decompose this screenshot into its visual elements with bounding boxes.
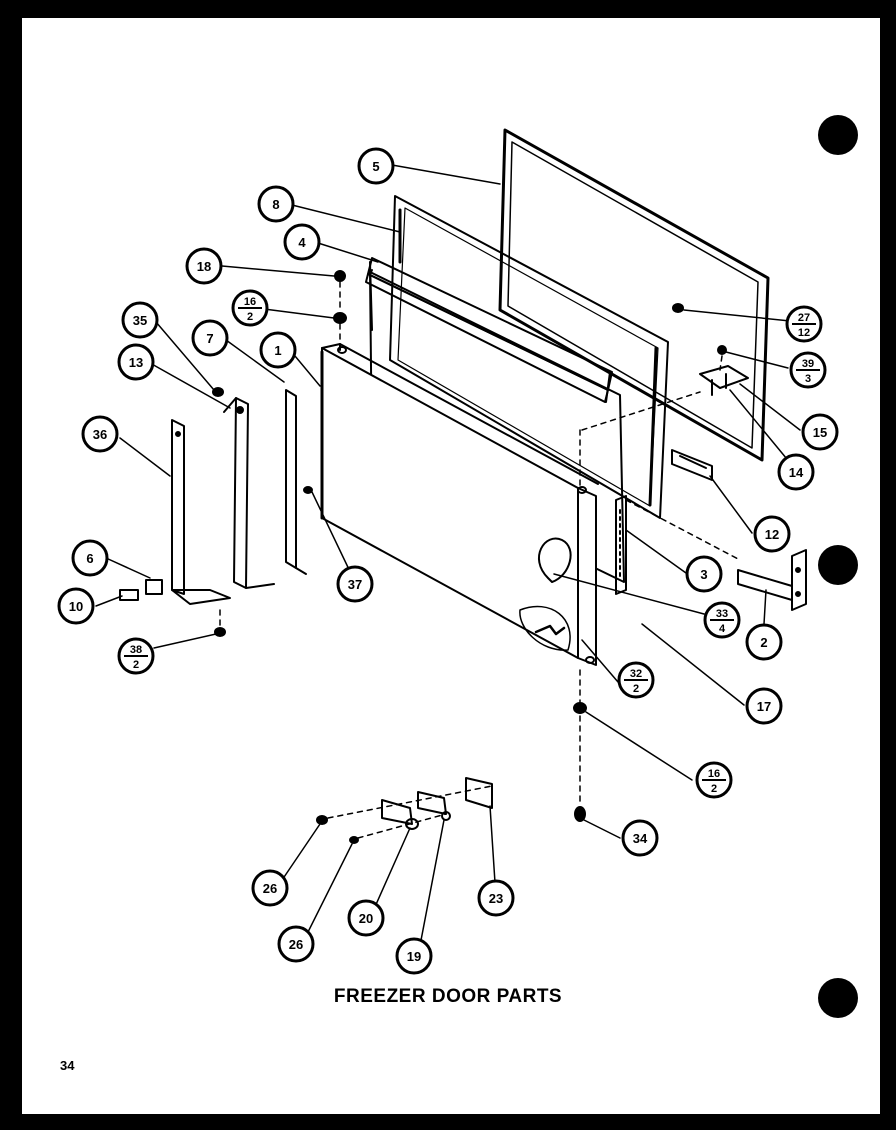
callout-c26b: 26 [277, 925, 315, 963]
binder-hole-bottom [818, 978, 858, 1018]
callout-number: 33 [716, 608, 728, 620]
callout-number: 13 [129, 355, 143, 370]
callout-quantity: 3 [805, 373, 811, 385]
callout-number: 15 [813, 425, 827, 440]
callout-c7: 7 [191, 319, 229, 357]
callout-quantity: 2 [133, 659, 139, 671]
part-small-clip [119, 579, 163, 601]
callout-number: 16 [708, 768, 720, 780]
callout-quantity: 2 [247, 311, 253, 323]
callout-c33: 334 [703, 601, 741, 639]
part-fasteners [212, 270, 684, 844]
callout-number: 8 [272, 197, 279, 212]
part-side-bracket [737, 549, 807, 611]
part-handle-channel [223, 397, 275, 589]
callout-number: 27 [798, 312, 810, 324]
callout-c36: 36 [81, 415, 119, 453]
callout-c6: 6 [71, 539, 109, 577]
callout-number: 23 [489, 891, 503, 906]
callout-c37: 37 [336, 565, 374, 603]
callout-c20: 20 [347, 899, 385, 937]
callout-c18: 18 [185, 247, 223, 285]
callout-c23: 23 [477, 879, 515, 917]
callout-number: 20 [359, 911, 373, 926]
callout-number: 4 [298, 235, 306, 250]
callout-c10: 10 [57, 587, 95, 625]
callout-c16a: 162 [231, 289, 269, 327]
callout-number: 26 [263, 881, 277, 896]
callout-c4: 4 [283, 223, 321, 261]
part-outer-door-panel [320, 343, 599, 666]
callout-quantity: 4 [719, 623, 726, 635]
callout-c8: 8 [257, 185, 295, 223]
callout-number: 32 [630, 668, 642, 680]
callout-c13: 13 [117, 343, 155, 381]
callout-number: 19 [407, 949, 421, 964]
callout-number: 14 [789, 465, 804, 480]
callout-quantity: 12 [798, 327, 810, 339]
binder-hole-top [818, 115, 858, 155]
callout-c17: 17 [745, 687, 783, 725]
callout-number: 18 [197, 259, 211, 274]
callout-quantity: 2 [633, 683, 639, 695]
callout-quantity: 2 [711, 783, 717, 795]
callout-c15: 15 [801, 413, 839, 451]
page-number: 34 [60, 1058, 75, 1073]
part-door-gasket [498, 128, 770, 462]
diagram-caption: FREEZER DOOR PARTS [333, 986, 563, 1007]
part-side-trim [615, 495, 627, 595]
callout-group: 5841816235711336610382372712393151412333… [57, 147, 839, 975]
callout-number: 5 [372, 159, 379, 174]
callout-number: 35 [133, 313, 147, 328]
callout-number: 37 [348, 577, 362, 592]
callout-c1: 1 [259, 331, 297, 369]
callout-number: 36 [93, 427, 107, 442]
part-handle-strip [285, 389, 307, 575]
callout-c16b: 162 [695, 761, 733, 799]
part-breaker-frame [389, 195, 669, 519]
callout-c2: 2 [745, 623, 783, 661]
callout-number: 12 [765, 527, 779, 542]
callout-c5: 5 [357, 147, 395, 185]
alignment-lines [219, 281, 741, 839]
callout-c19: 19 [395, 937, 433, 975]
callout-c34: 34 [621, 819, 659, 857]
callout-number: 6 [86, 551, 93, 566]
callout-number: 34 [633, 831, 648, 846]
part-handle [171, 419, 231, 605]
callout-c32: 322 [617, 661, 655, 699]
callout-number: 1 [274, 343, 281, 358]
callout-number: 26 [289, 937, 303, 952]
callout-number: 16 [244, 296, 256, 308]
leader-lines [95, 164, 801, 957]
callout-number: 38 [130, 644, 142, 656]
callout-c39: 393 [789, 351, 827, 389]
callout-c14: 14 [777, 453, 815, 491]
callout-c3: 3 [685, 555, 723, 593]
binder-hole-middle [818, 545, 858, 585]
part-top-hinge [699, 345, 749, 396]
callout-number: 3 [700, 567, 707, 582]
callout-number: 17 [757, 699, 771, 714]
callout-c35: 35 [121, 301, 159, 339]
callout-number: 7 [206, 331, 213, 346]
callout-c26a: 26 [251, 869, 289, 907]
callout-number: 2 [760, 635, 767, 650]
part-bracket-12 [671, 449, 713, 481]
callout-number: 10 [69, 599, 83, 614]
callout-c12: 12 [753, 515, 791, 553]
callout-c38: 382 [117, 637, 155, 675]
callout-number: 39 [802, 358, 814, 370]
